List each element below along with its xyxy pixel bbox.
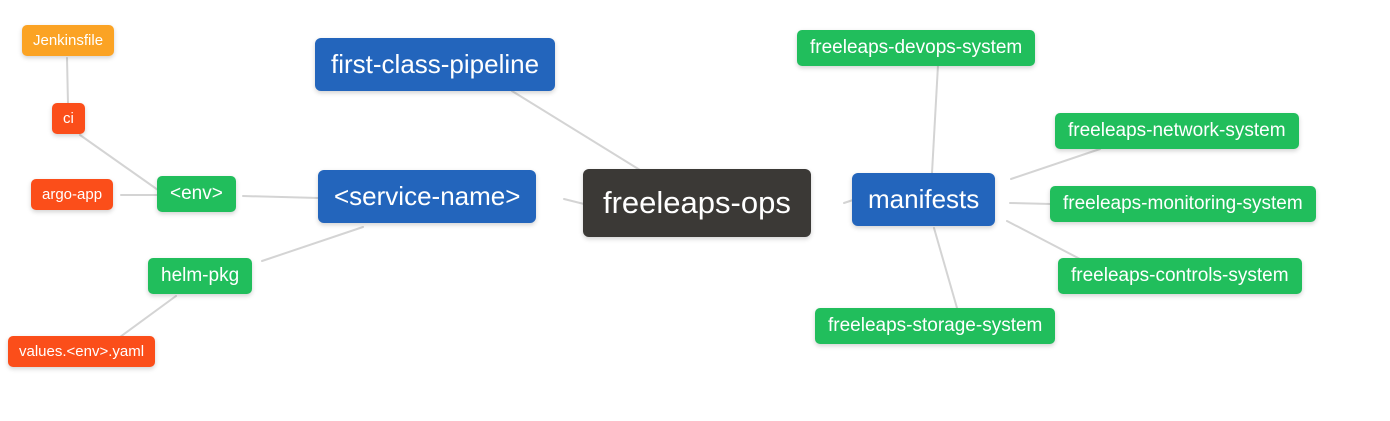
edge-manifests-controls: [1006, 220, 1081, 260]
node-label: freeleaps-devops-system: [810, 37, 1023, 58]
edge-manifests-monitoring: [1009, 202, 1052, 205]
node-service-name[interactable]: <service-name>: [318, 170, 537, 223]
node-env[interactable]: <env>: [157, 176, 236, 212]
node-label: <service-name>: [334, 181, 521, 211]
node-label: ci: [63, 110, 74, 127]
edge-manifests-devops: [931, 64, 939, 174]
node-label: argo-app: [42, 186, 103, 203]
node-argo-app[interactable]: argo-app: [31, 179, 114, 210]
node-freeleaps-devops-system[interactable]: freeleaps-devops-system: [797, 30, 1036, 66]
node-label: values.<env>.yaml: [19, 343, 145, 360]
edge-jenkinsfile-ci: [66, 57, 69, 105]
node-freeleaps-network-system[interactable]: freeleaps-network-system: [1055, 113, 1299, 149]
edge-ci-env: [79, 134, 159, 191]
node-label: first-class-pipeline: [331, 49, 540, 79]
node-label: freeleaps-storage-system: [828, 315, 1043, 336]
node-values-env-yaml[interactable]: values.<env>.yaml: [8, 336, 156, 367]
node-label: Jenkinsfile: [33, 32, 104, 49]
node-jenkinsfile[interactable]: Jenkinsfile: [22, 25, 115, 56]
node-freeleaps-controls-system[interactable]: freeleaps-controls-system: [1058, 258, 1302, 294]
node-helm-pkg[interactable]: helm-pkg: [148, 258, 253, 294]
node-label: manifests: [868, 184, 980, 214]
edge-pipeline-root: [511, 90, 641, 171]
edge-manifests-storage: [933, 227, 958, 309]
edge-servicename-root: [563, 198, 585, 205]
node-first-class-pipeline[interactable]: first-class-pipeline: [315, 38, 556, 91]
node-manifests[interactable]: manifests: [852, 173, 996, 226]
node-ci[interactable]: ci: [52, 103, 85, 134]
node-label: helm-pkg: [161, 265, 240, 286]
node-label: freeleaps-controls-system: [1071, 265, 1289, 286]
edge-manifests-network: [1010, 148, 1101, 180]
node-label: freeleaps-monitoring-system: [1063, 193, 1303, 214]
node-label: freeleaps-network-system: [1068, 120, 1286, 141]
edge-servicename-helmpkg: [261, 226, 364, 262]
edge-helmpkg-values: [119, 295, 177, 338]
node-label: <env>: [170, 183, 223, 204]
node-freeleaps-monitoring-system[interactable]: freeleaps-monitoring-system: [1050, 186, 1316, 222]
edge-root-manifests: [843, 199, 854, 204]
node-freeleaps-ops-root[interactable]: freeleaps-ops: [583, 169, 811, 237]
node-freeleaps-storage-system[interactable]: freeleaps-storage-system: [815, 308, 1056, 344]
edge-env-servicename: [242, 195, 320, 199]
node-label: freeleaps-ops: [603, 185, 791, 220]
